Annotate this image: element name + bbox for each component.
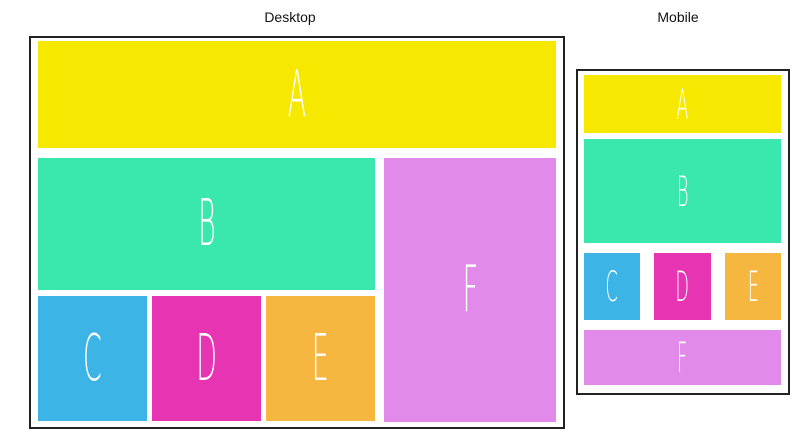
desktop-block-a-label: A: [287, 57, 307, 132]
mobile-block-b: B: [584, 139, 781, 243]
desktop-block-e-label: E: [312, 321, 329, 396]
mobile-block-e: E: [725, 253, 781, 320]
mobile-block-d-label: D: [675, 262, 690, 311]
mobile-block-c: C: [584, 253, 640, 320]
desktop-block-f: F: [384, 158, 556, 422]
mobile-block-b-label: B: [676, 166, 689, 216]
mobile-block-f-label: F: [677, 333, 688, 382]
desktop-block-b-label: B: [197, 187, 216, 261]
mobile-block-e-label: E: [747, 262, 759, 311]
desktop-block-d-label: D: [196, 321, 217, 396]
desktop-block-a: A: [38, 41, 556, 148]
desktop-heading: Desktop: [264, 9, 316, 25]
mobile-block-f: F: [584, 330, 781, 385]
desktop-block-b: B: [38, 158, 375, 290]
mobile-block-d: D: [654, 253, 711, 320]
mobile-block-a-label: A: [676, 79, 689, 129]
mobile-block-c-label: C: [605, 262, 619, 311]
desktop-block-e: E: [266, 296, 375, 421]
desktop-block-d: D: [152, 296, 261, 421]
desktop-block-c-label: C: [83, 321, 102, 396]
mobile-heading: Mobile: [657, 9, 699, 25]
desktop-block-f-label: F: [462, 253, 478, 327]
desktop-block-c: C: [38, 296, 147, 421]
mobile-block-a: A: [584, 75, 781, 133]
